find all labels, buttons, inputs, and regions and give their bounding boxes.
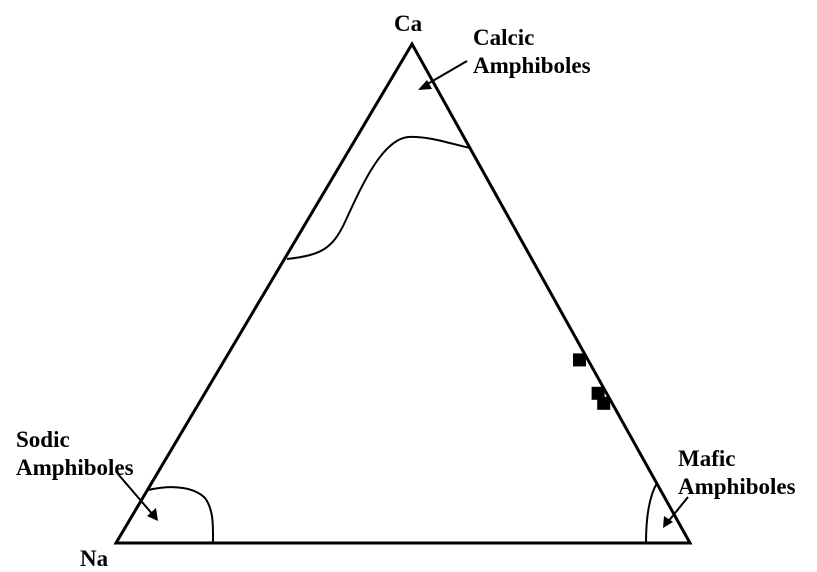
- data-point-1: [573, 353, 586, 367]
- sodic-field-label-line1: Sodic: [16, 427, 70, 452]
- mafic-field-label-line2: Amphiboles: [678, 474, 796, 499]
- calcic-field-label-line1: Calcic: [473, 25, 534, 50]
- mafic-field-label-line1: Mafic: [678, 446, 735, 471]
- data-points: [573, 353, 611, 410]
- vertex-label-ca: Ca: [394, 11, 423, 36]
- ternary-triangle: [113, 40, 693, 545]
- calcic-field-boundary: [286, 135, 471, 260]
- sodic-field-boundary: [147, 486, 215, 544]
- data-point-2: [591, 386, 605, 400]
- mafic-field-boundary: [645, 482, 658, 544]
- sodic-label-arrow: [117, 473, 155, 517]
- vertex-label-na: Na: [80, 546, 109, 571]
- data-point-3: [597, 396, 611, 410]
- sodic-field-label-line2: Amphiboles: [16, 455, 134, 480]
- sodic-arrowhead: [147, 508, 158, 521]
- calcic-arrowhead: [418, 80, 432, 90]
- calcic-label-arrow: [423, 60, 468, 87]
- calcic-field-label-line2: Amphiboles: [473, 53, 591, 78]
- mafic-arrowhead: [663, 516, 673, 528]
- mafic-label-arrow: [666, 496, 689, 524]
